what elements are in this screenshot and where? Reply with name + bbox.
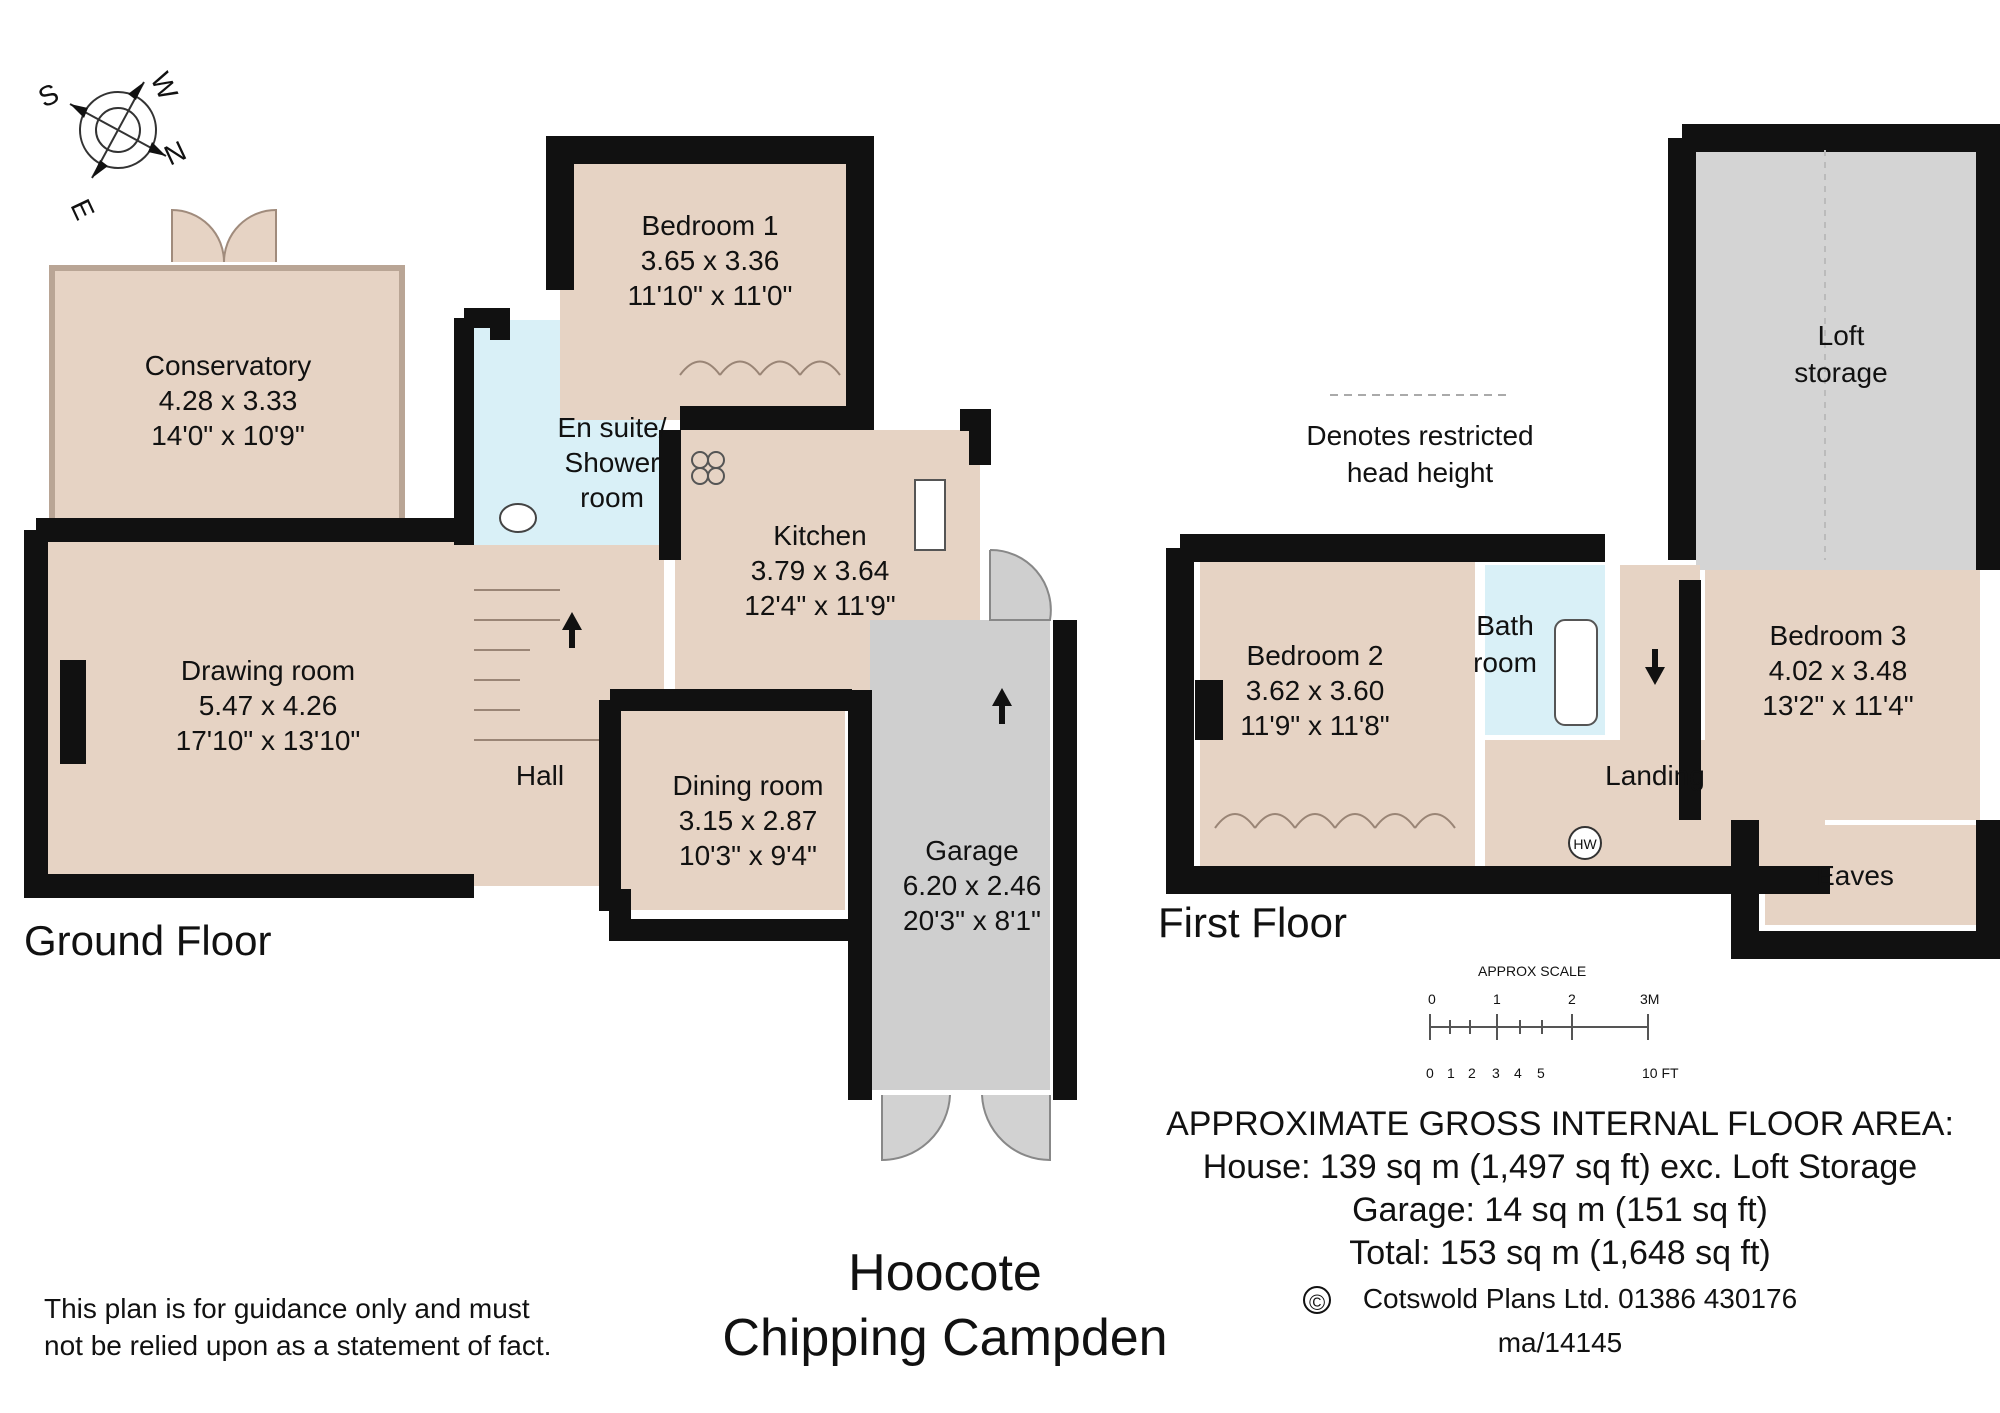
drawing-room xyxy=(36,530,474,886)
scale-m-2: 2 xyxy=(1568,991,1576,1007)
stairs-up-arrow-icon xyxy=(562,612,582,648)
scale-title: APPROX SCALE xyxy=(1478,963,1586,979)
bedroom-1-room xyxy=(560,150,860,420)
garage-doors xyxy=(881,1094,1051,1162)
bedroom-3-name: Bedroom 3 xyxy=(1770,620,1907,651)
property-title: Hoocote Chipping Campden xyxy=(722,1244,1167,1367)
area-summary: APPROXIMATE GROSS INTERNAL FLOOR AREA: H… xyxy=(1166,1105,1954,1358)
bathroom-line1: Bath xyxy=(1476,610,1534,641)
garage-imperial: 20'3" x 8'1" xyxy=(903,905,1041,936)
bedroom-3-metric: 4.02 x 3.48 xyxy=(1769,655,1908,686)
property-location: Chipping Campden xyxy=(722,1309,1167,1367)
sink-icon xyxy=(914,479,946,551)
bathroom-line2: room xyxy=(1473,647,1537,678)
ground-floor-label: Ground Floor xyxy=(24,917,271,964)
scale-ft-2: 2 xyxy=(1468,1065,1476,1081)
legend-line2: head height xyxy=(1347,457,1494,488)
kitchen-imperial: 12'4" x 11'9" xyxy=(744,590,895,621)
scale-ft-10: 10 FT xyxy=(1642,1065,1679,1081)
first-floor-label: First Floor xyxy=(1158,899,1347,946)
conservatory-name: Conservatory xyxy=(145,350,312,381)
compass-w-label: W xyxy=(145,67,185,105)
ground-floor xyxy=(24,136,1077,1162)
company-line: Cotswold Plans Ltd. 01386 430176 xyxy=(1363,1283,1797,1314)
bedroom-1-metric: 3.65 x 3.36 xyxy=(641,245,780,276)
compass-s-label: S xyxy=(33,77,63,113)
bedroom-2-imperial: 11'9" x 11'8" xyxy=(1240,710,1389,741)
hw-label: HW xyxy=(1573,836,1597,852)
ensuite-line3: room xyxy=(580,482,644,513)
hob-icon xyxy=(691,451,725,485)
copyright-icon xyxy=(1303,1286,1331,1314)
loft-storage-room xyxy=(1696,150,1986,570)
legend-line1: Denotes restricted xyxy=(1306,420,1533,451)
scale-ft-5: 5 xyxy=(1537,1065,1545,1081)
scale-m-0: 0 xyxy=(1428,991,1436,1007)
kitchen-name: Kitchen xyxy=(773,520,866,551)
drawing-room-metric: 5.47 x 4.26 xyxy=(199,690,338,721)
landing-name: Landing xyxy=(1605,760,1705,791)
compass-e-label: E xyxy=(65,194,101,224)
compass-rose-icon: W N S E xyxy=(33,67,190,224)
area-house: House: 139 sq m (1,497 sq ft) exc. Loft … xyxy=(1203,1148,1917,1186)
bedroom-3-imperial: 13'2" x 11'4" xyxy=(1762,690,1913,721)
bedroom-2-name: Bedroom 2 xyxy=(1247,640,1384,671)
scale-ft-4: 4 xyxy=(1514,1065,1522,1081)
property-name: Hoocote xyxy=(848,1244,1042,1302)
reference: ma/14145 xyxy=(1498,1327,1623,1358)
scale-bar: APPROX SCALE 0 1 2 3M 0 1 2 3 4 5 10 FT xyxy=(1426,963,1679,1081)
scale-m-3: 3M xyxy=(1640,991,1659,1007)
first-floor-labels: Loft storage Denotes restricted head hei… xyxy=(1240,320,1913,891)
garage-side-door xyxy=(989,548,1052,621)
dining-room-name: Dining room xyxy=(673,770,824,801)
compass-n-label: N xyxy=(159,135,190,172)
eaves-name: Eaves xyxy=(1816,860,1894,891)
dining-room-imperial: 10'3" x 9'4" xyxy=(679,840,817,871)
conservatory-metric: 4.28 x 3.33 xyxy=(159,385,298,416)
hot-water-cylinder-icon xyxy=(1568,826,1602,860)
scale-ft-3: 3 xyxy=(1492,1065,1500,1081)
area-garage: Garage: 14 sq m (151 sq ft) xyxy=(1352,1191,1768,1229)
ground-floor-labels: Conservatory 4.28 x 3.33 14'0" x 10'9" B… xyxy=(145,210,1042,936)
ensuite-line2: Shower xyxy=(565,447,660,478)
stairs-down-arrow-icon xyxy=(1645,649,1665,685)
conservatory-room xyxy=(49,265,405,531)
copyright-symbol: © xyxy=(1309,1290,1325,1315)
kitchen-metric: 3.79 x 3.64 xyxy=(751,555,890,586)
hall-name: Hall xyxy=(516,760,564,791)
drawing-room-name: Drawing room xyxy=(181,655,355,686)
loft-line1: Loft xyxy=(1818,320,1865,351)
area-heading: APPROXIMATE GROSS INTERNAL FLOOR AREA: xyxy=(1166,1105,1954,1143)
area-total: Total: 153 sq m (1,648 sq ft) xyxy=(1349,1234,1770,1272)
garage-metric: 6.20 x 2.46 xyxy=(903,870,1042,901)
scale-ft-1: 1 xyxy=(1447,1065,1455,1081)
conservatory-doors xyxy=(171,208,277,263)
first-floor xyxy=(1166,124,2000,959)
disclaimer-line2: not be relied upon as a statement of fac… xyxy=(44,1330,551,1361)
garage-room xyxy=(870,620,1050,1090)
bedroom-2-metric: 3.62 x 3.60 xyxy=(1246,675,1385,706)
ensuite-line1: En suite/ xyxy=(558,412,667,443)
dining-room xyxy=(620,710,845,910)
garage-up-arrow-icon xyxy=(992,688,1012,724)
dining-room-metric: 3.15 x 2.87 xyxy=(679,805,818,836)
garage-name: Garage xyxy=(925,835,1018,866)
disclaimer-line1: This plan is for guidance only and must xyxy=(44,1293,530,1324)
loft-line2: storage xyxy=(1794,357,1887,388)
bedroom-1-name: Bedroom 1 xyxy=(642,210,779,241)
scale-ft-0: 0 xyxy=(1426,1065,1434,1081)
bath-tub-icon xyxy=(1554,619,1598,726)
drawing-room-imperial: 17'10" x 13'10" xyxy=(176,725,361,756)
bedroom-3-room xyxy=(1705,570,1980,820)
bedroom-1-imperial: 11'10" x 11'0" xyxy=(628,280,793,311)
scale-m-1: 1 xyxy=(1493,991,1501,1007)
conservatory-imperial: 14'0" x 10'9" xyxy=(151,420,305,451)
